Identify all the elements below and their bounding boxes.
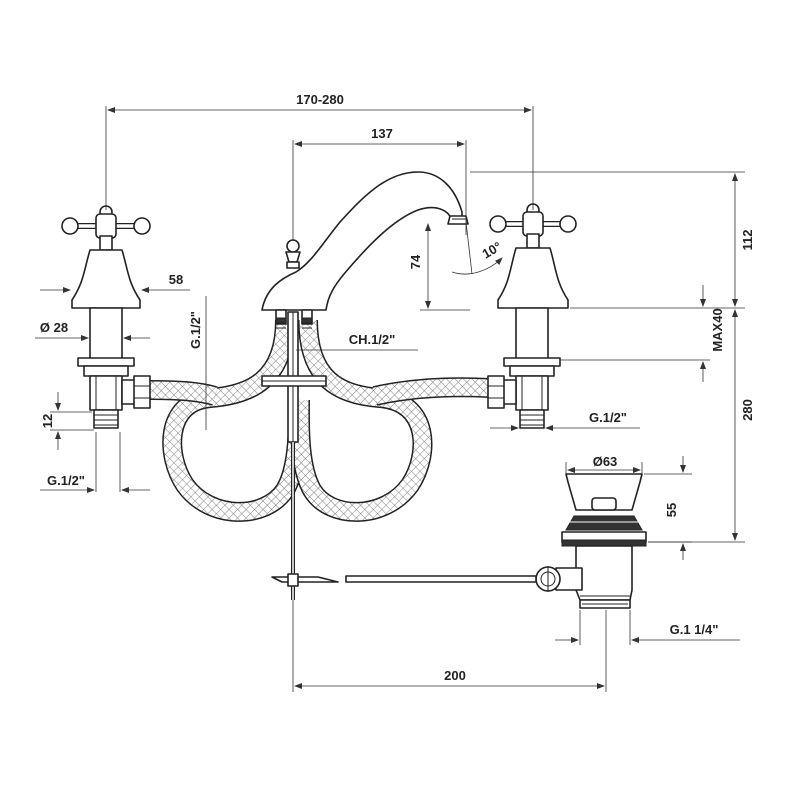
dim-inlet-thread-right: G.1/2" [589, 410, 627, 425]
spout-body [261, 171, 463, 311]
dim-waste-height: 55 [664, 503, 679, 517]
dim-hose-thread-left: G.1/2" [188, 311, 203, 349]
dim-thread-length: 12 [40, 414, 55, 428]
dim-width-range: 170-280 [296, 92, 344, 107]
dim-spout-reach: 137 [371, 126, 393, 141]
right-valve-shank [515, 307, 549, 361]
waste-body [575, 545, 633, 601]
dim-waste-diameter: Ø63 [593, 454, 618, 469]
dim-handle-base: 58 [169, 272, 183, 287]
dim-inlet-thread-left: G.1/2" [47, 473, 85, 488]
dim-spout-height: 74 [408, 254, 423, 269]
left-valve-shank [89, 307, 123, 361]
dim-spout-angle: 10° [479, 239, 504, 262]
left-cross-handle [61, 205, 151, 251]
dimension-labels: 170-280 137 112 74 10° 58 Ø 28 G.1/2" CH… [40, 92, 755, 683]
dim-waste-thread: G.1 1/4" [670, 622, 719, 637]
dim-total-height: 112 [740, 230, 755, 251]
right-valve [487, 203, 577, 429]
dim-max-thickness: MAX40 [710, 308, 725, 351]
spout [261, 171, 469, 600]
pop-up-waste [271, 473, 647, 609]
left-valve-body [71, 249, 141, 309]
dim-rod-length: 200 [444, 668, 466, 683]
dimension-lines [35, 106, 745, 692]
dim-shank-length: 280 [740, 399, 755, 421]
dim-shank-diameter: Ø 28 [40, 320, 68, 335]
right-cross-handle [489, 203, 577, 249]
dim-connector-thread: CH.1/2" [349, 332, 396, 347]
right-valve-body [497, 247, 569, 309]
left-valve [61, 205, 151, 429]
